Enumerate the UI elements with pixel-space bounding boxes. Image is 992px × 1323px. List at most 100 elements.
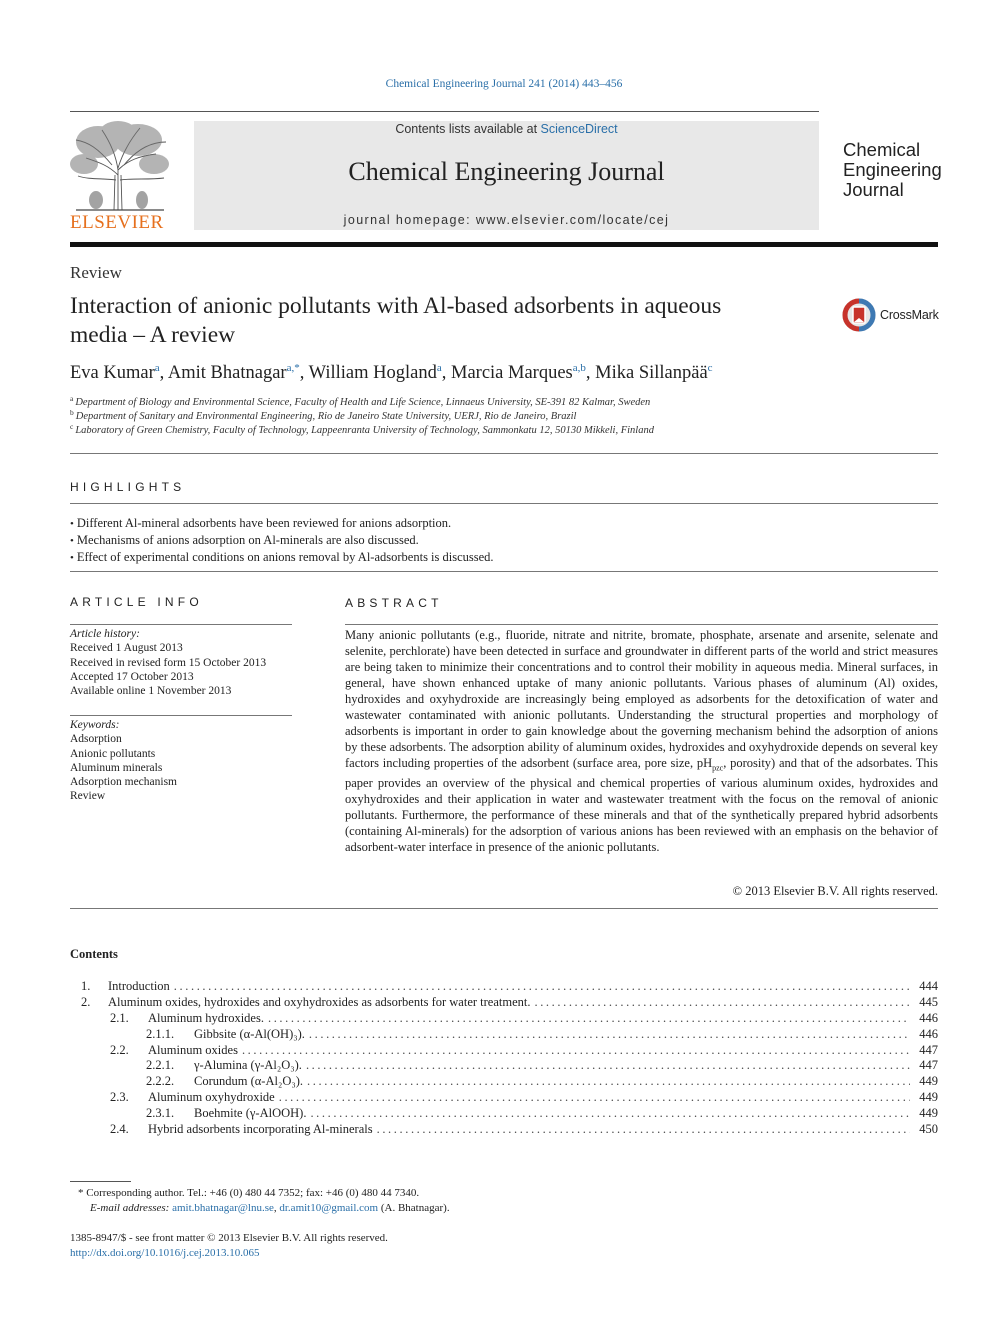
author-affiliation-marker[interactable]: c bbox=[707, 361, 713, 374]
elsevier-wordmark[interactable]: ELSEVIER bbox=[70, 212, 164, 233]
highlights-heading: HIGHLIGHTS bbox=[70, 480, 186, 494]
toc-title[interactable]: Aluminum oxyhydroxide bbox=[148, 1090, 275, 1105]
toc-page-number: 447 bbox=[919, 1042, 938, 1057]
copyright-notice: © 2013 Elsevier B.V. All rights reserved… bbox=[732, 884, 938, 898]
highlight-item: Different Al-mineral adsorbents have bee… bbox=[70, 515, 494, 532]
cover-title-line: Chemical bbox=[843, 139, 921, 160]
author-name[interactable]: Marcia Marques bbox=[451, 363, 573, 383]
keyword-item: Adsorption mechanism bbox=[70, 776, 177, 789]
journal-banner: Contents lists available at ScienceDirec… bbox=[194, 121, 819, 230]
corresponding-author-footnote: * Corresponding author. Tel.: +46 (0) 48… bbox=[70, 1186, 450, 1216]
toc-title[interactable]: Aluminum oxides bbox=[148, 1042, 238, 1057]
toc-leader-dots: ........................................… bbox=[307, 1074, 910, 1089]
toc-page-number: 444 bbox=[919, 979, 938, 993]
toc-title[interactable]: Corundum (α-Al₂O₃). bbox=[194, 1074, 304, 1089]
abstract-text: Many anionic pollutants (e.g., fluoride,… bbox=[345, 628, 938, 854]
toc-page-number: 450 bbox=[919, 1122, 938, 1137]
toc-number: 2.4. bbox=[110, 1122, 129, 1137]
table-of-contents: 1. Introduction..........................… bbox=[70, 979, 938, 1138]
contents-prefix: Contents lists available at bbox=[395, 122, 541, 136]
article-info-heading: ARTICLE INFO bbox=[70, 595, 203, 609]
toc-title[interactable]: Aluminum hydroxides. bbox=[148, 1010, 264, 1025]
email-suffix: (A. Bhatnagar). bbox=[380, 1202, 450, 1214]
author-affiliation-marker[interactable]: a,b bbox=[572, 361, 586, 374]
contents-heading: Contents bbox=[70, 947, 118, 961]
divider bbox=[70, 503, 938, 504]
toc-entry[interactable]: 1.Introduction..........................… bbox=[70, 979, 938, 995]
cover-title-line: Journal bbox=[843, 179, 904, 200]
divider bbox=[70, 715, 292, 716]
crossmark-icon bbox=[842, 298, 876, 332]
journal-homepage[interactable]: journal homepage: www.elsevier.com/locat… bbox=[343, 213, 670, 227]
history-item: Accepted 17 October 2013 bbox=[70, 670, 194, 683]
toc-title[interactable]: Gibbsite (α-Al(OH)₃). bbox=[194, 1026, 305, 1041]
journal-cover-title: Chemical Engineering Journal bbox=[843, 140, 942, 200]
toc-title[interactable]: Hybrid adsorbents incorporating Al-miner… bbox=[148, 1122, 373, 1137]
toc-number: 2. bbox=[81, 994, 91, 1009]
keyword-item: Anionic pollutants bbox=[70, 747, 156, 760]
author-name[interactable]: William Hogland bbox=[308, 363, 437, 383]
toc-number: 2.2.2. bbox=[146, 1074, 175, 1089]
sciencedirect-link[interactable]: ScienceDirect bbox=[540, 122, 618, 136]
toc-entry[interactable]: 2.2.2. Corundum (α-Al₂O₃)................… bbox=[70, 1074, 938, 1090]
author-affiliation-marker[interactable]: a,* bbox=[286, 361, 300, 374]
toc-page-number: 446 bbox=[919, 1026, 938, 1041]
crossmark-badge[interactable]: CrossMark bbox=[842, 298, 939, 332]
email-label: E-mail addresses: bbox=[90, 1202, 170, 1214]
toc-leader-dots: ........................................… bbox=[278, 1090, 910, 1105]
divider bbox=[70, 908, 938, 909]
header-thick-rule bbox=[70, 242, 938, 247]
toc-page-number: 449 bbox=[919, 1074, 938, 1089]
highlights-list: Different Al-mineral adsorbents have bee… bbox=[70, 515, 494, 566]
toc-entry[interactable]: 2.4. Hybrid adsorbents incorporating Al-m… bbox=[70, 1122, 938, 1138]
email-link[interactable]: dr.amit10@gmail.com bbox=[279, 1202, 379, 1214]
email-line: E-mail addresses: amit.bhatnagar@lnu.se,… bbox=[90, 1202, 450, 1214]
toc-leader-dots: ........................................… bbox=[305, 1058, 910, 1073]
toc-entry[interactable]: 2.3. Aluminum oxyhydroxide...............… bbox=[70, 1090, 938, 1106]
highlight-item: Effect of experimental conditions on ani… bbox=[70, 549, 494, 566]
toc-entry[interactable]: 2.1.Aluminum hydroxides.................… bbox=[70, 1011, 938, 1027]
toc-title[interactable]: Aluminum oxides, hydroxides and oxyhydro… bbox=[108, 994, 531, 1009]
keywords-label: Keywords: bbox=[70, 719, 120, 731]
title-line: Interaction of anionic pollutants with A… bbox=[70, 293, 722, 319]
history-item: Available online 1 November 2013 bbox=[70, 685, 232, 698]
highlight-item: Mechanisms of anions adsorption on Al-mi… bbox=[70, 532, 494, 549]
author-affiliation-marker[interactable]: a bbox=[154, 361, 160, 374]
divider bbox=[70, 571, 938, 572]
keyword-item: Aluminum minerals bbox=[70, 761, 163, 774]
toc-leader-dots: ........................................… bbox=[534, 994, 910, 1009]
toc-title[interactable]: Boehmite (γ-AlOOH). bbox=[194, 1106, 307, 1121]
toc-number: 1. bbox=[81, 979, 91, 993]
toc-title[interactable]: γ-Alumina (γ-Al₂O₃). bbox=[194, 1058, 302, 1073]
author-name[interactable]: Mika Sillanpää bbox=[595, 363, 708, 383]
keyword-item: Adsorption bbox=[70, 733, 122, 746]
toc-page-number: 449 bbox=[919, 1106, 938, 1121]
toc-number: 2.2. bbox=[110, 1042, 129, 1057]
doi-link[interactable]: http://dx.doi.org/10.1016/j.cej.2013.10.… bbox=[70, 1246, 260, 1259]
contents-availability: Contents lists available at ScienceDirec… bbox=[194, 122, 819, 136]
author-list: Eva Kumara, Amit Bhatnagara,*, William H… bbox=[70, 361, 713, 383]
email-link[interactable]: amit.bhatnagar@lnu.se bbox=[172, 1202, 274, 1214]
author-name[interactable]: Amit Bhatnagar bbox=[167, 363, 287, 383]
toc-entry[interactable]: 2.1.1.Gibbsite (α-Al(OH)₃)..............… bbox=[70, 1027, 938, 1043]
author-name[interactable]: Eva Kumar bbox=[70, 363, 155, 383]
journal-citation-link[interactable]: Chemical Engineering Journal 241 (2014) … bbox=[385, 78, 623, 90]
footnote-rule bbox=[70, 1181, 131, 1182]
toc-page-number: 447 bbox=[919, 1058, 938, 1073]
corresponding-author: * Corresponding author. Tel.: +46 (0) 48… bbox=[78, 1187, 420, 1199]
toc-leader-dots: ........................................… bbox=[267, 1010, 910, 1025]
divider bbox=[70, 624, 292, 625]
toc-title[interactable]: Introduction bbox=[108, 979, 170, 993]
toc-leader-dots: ........................................… bbox=[376, 1122, 910, 1137]
toc-number: 2.3. bbox=[110, 1090, 129, 1105]
toc-entry[interactable]: 2. Aluminum oxides, hydroxides and oxyhyd… bbox=[70, 995, 938, 1011]
author-affiliation-marker[interactable]: a bbox=[436, 361, 442, 374]
toc-leader-dots: ........................................… bbox=[241, 1042, 910, 1057]
toc-page-number: 446 bbox=[919, 1010, 938, 1025]
toc-entry[interactable]: 2.3.1.Boehmite (γ-AlOOH)................… bbox=[70, 1106, 938, 1122]
toc-entry[interactable]: 2.2. Aluminum oxides.....................… bbox=[70, 1043, 938, 1059]
toc-entry[interactable]: 2.2.1.γ-Alumina (γ-Al₂O₃)...............… bbox=[70, 1058, 938, 1074]
